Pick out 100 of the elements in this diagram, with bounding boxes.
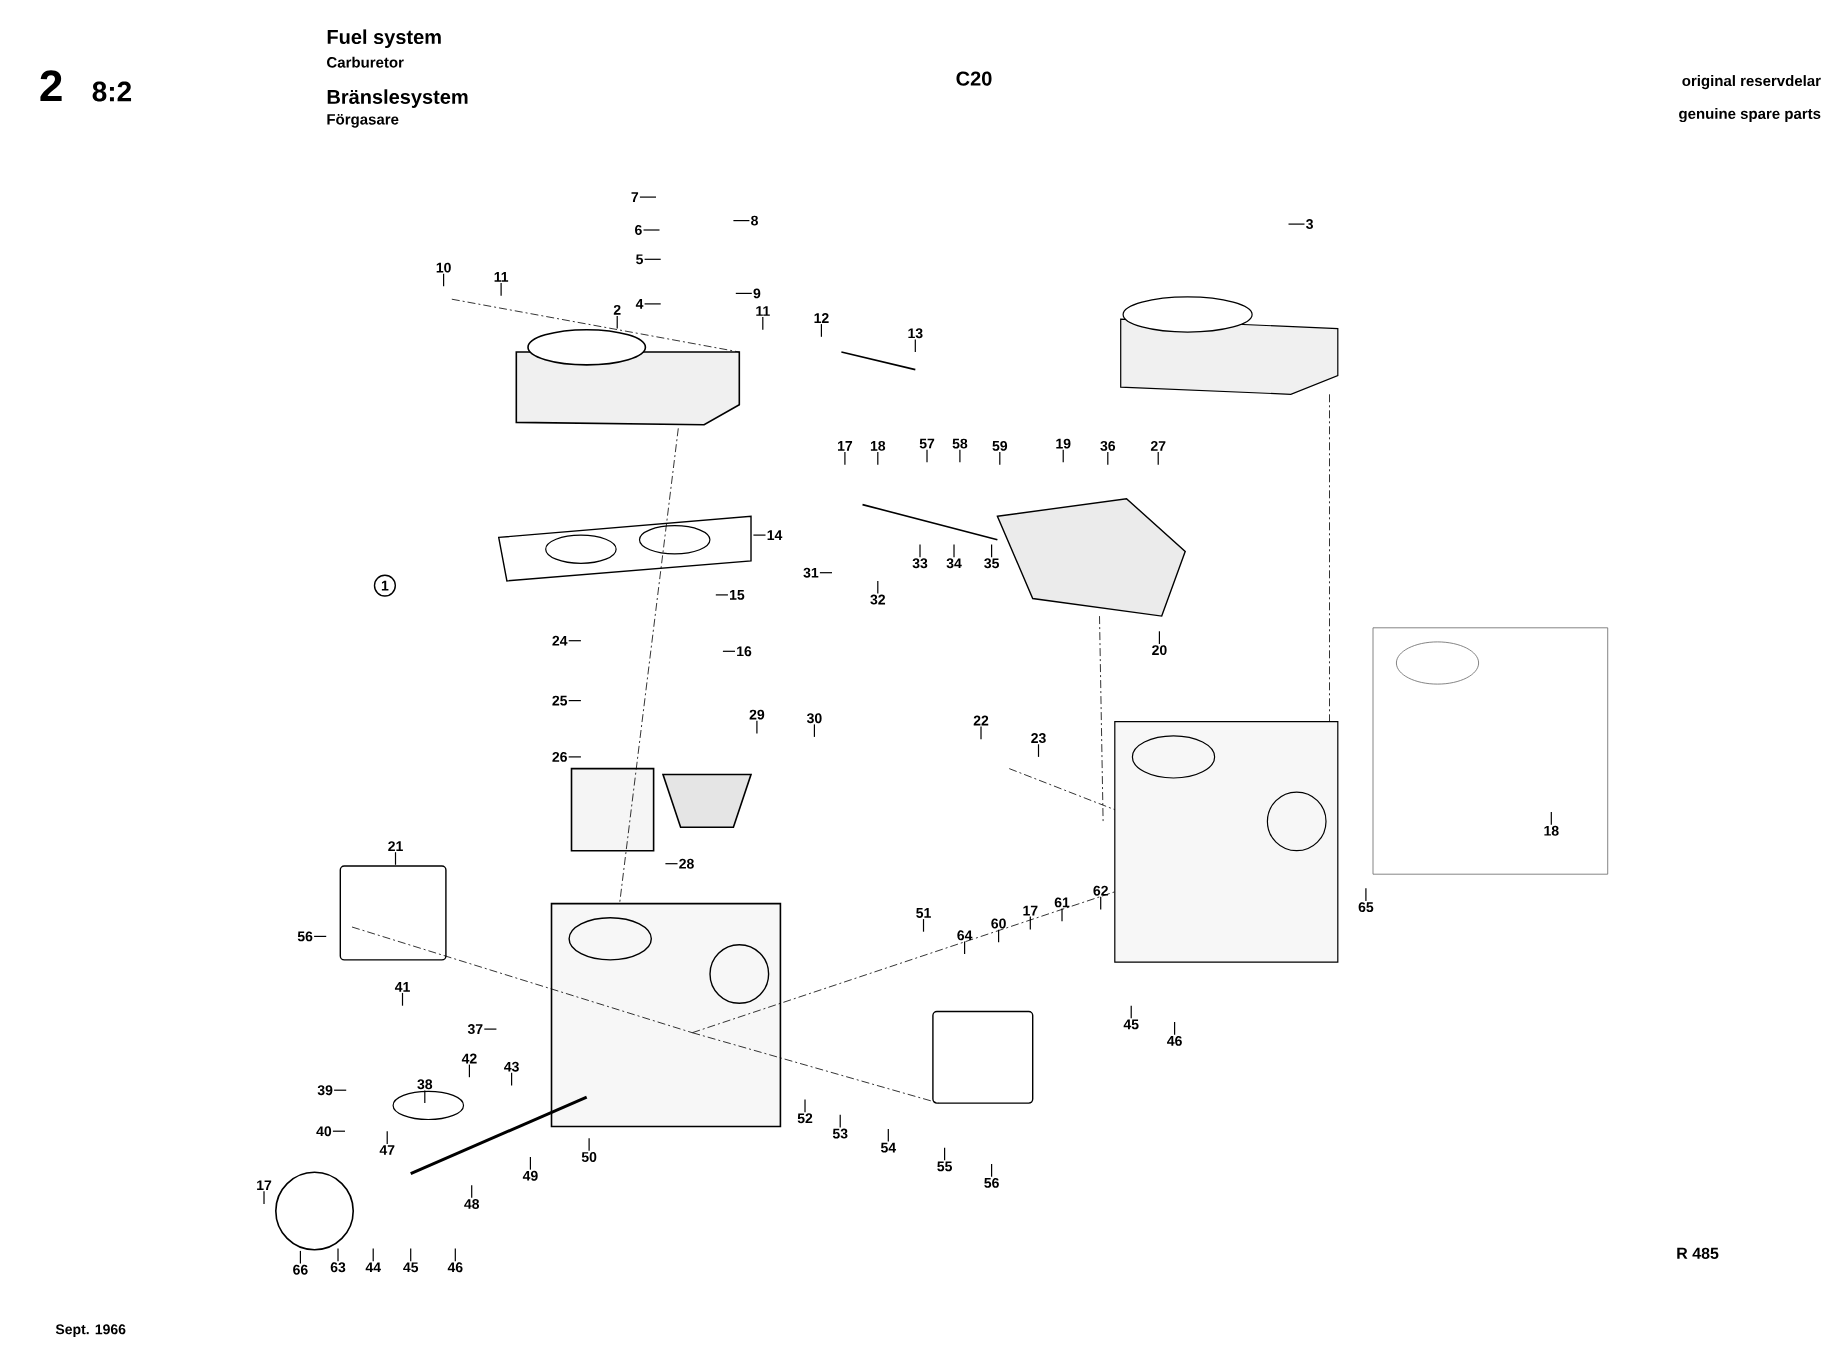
subheading: Carburetor (327, 56, 404, 68)
callout-number: 47 (379, 1145, 395, 1155)
section-number: 8:2 (92, 81, 132, 102)
callout-number: 45 (1123, 1019, 1139, 1030)
tagline: original reservdelar (1682, 75, 1821, 90)
leader-line (639, 196, 657, 198)
callout-number: 28 (679, 858, 694, 869)
callout-number: 60 (991, 918, 1006, 929)
leader-line (313, 935, 327, 937)
leader-line (511, 1072, 513, 1087)
leader-line (332, 1130, 346, 1132)
callout-number: 24 (552, 635, 568, 646)
leader-line (944, 1147, 946, 1161)
callout-number: 27 (1150, 441, 1166, 451)
leader-line (588, 1137, 590, 1152)
callout-number: 62 (1093, 885, 1108, 896)
callout-number: 17 (1023, 905, 1038, 916)
leader-line (877, 451, 879, 466)
callout-number: 3 (1306, 219, 1313, 230)
leader-line (568, 700, 582, 702)
callout-number: 18 (870, 440, 886, 451)
leader-line (529, 1156, 531, 1171)
leader-line (568, 640, 582, 642)
callout-number: 64 (957, 930, 973, 941)
callout-number: 50 (581, 1152, 597, 1162)
callout-number: 7 (631, 192, 639, 202)
leader-line (991, 1163, 993, 1178)
callout-number: 65 (1358, 902, 1374, 913)
leader-line (919, 543, 921, 558)
leader-line (468, 1064, 470, 1078)
leader-line (820, 323, 822, 338)
leader-line (762, 316, 764, 331)
leader-line (471, 1184, 473, 1199)
leader-line (813, 723, 815, 738)
callout-number: 63 (330, 1262, 346, 1273)
leader-line (1130, 1005, 1132, 1019)
leader-line (1174, 1021, 1176, 1036)
leader-line (959, 449, 961, 463)
leader-line (424, 1089, 426, 1104)
leader-line (914, 338, 916, 353)
leader-line (926, 449, 928, 463)
leader-line (953, 543, 955, 558)
leader-line (839, 1114, 841, 1129)
leader-line (804, 1098, 806, 1113)
callout-number: 46 (1167, 1035, 1182, 1046)
callout-number: 42 (461, 1053, 477, 1064)
circled-number: 1 (373, 574, 397, 597)
callout-number: 44 (365, 1262, 381, 1273)
leader-line (1365, 887, 1367, 902)
leader-line (568, 756, 582, 758)
leader-line (443, 273, 445, 287)
leader-line (999, 451, 1001, 466)
callout-number: 22 (973, 715, 989, 726)
callout-number: 19 (1056, 438, 1071, 449)
callout-number: 36 (1100, 440, 1116, 451)
leader-line (337, 1248, 339, 1262)
leader-line (263, 1190, 265, 1205)
leader-line (819, 572, 833, 574)
callout-number: 10 (436, 262, 451, 273)
leader-line (887, 1128, 889, 1143)
callout-number: 59 (992, 440, 1008, 451)
leader-line (454, 1248, 456, 1262)
callout-number: 40 (316, 1126, 332, 1137)
callout-number: 38 (417, 1079, 433, 1090)
callout-number: 14 (767, 530, 783, 540)
callout-number: 41 (394, 982, 410, 992)
subheading: Förgasare (327, 114, 399, 128)
leader-line (483, 1028, 497, 1030)
callout-number: 55 (937, 1161, 952, 1172)
callout-number: 30 (806, 713, 822, 724)
drawing-number: R 485 (1677, 1247, 1719, 1259)
callout-number: 61 (1054, 897, 1070, 908)
leader-line (644, 258, 662, 260)
leader-line (372, 1248, 374, 1262)
leader-line (394, 851, 397, 866)
callout-number: 11 (756, 306, 770, 316)
leader-line (410, 1248, 412, 1262)
callout-number: 39 (317, 1085, 333, 1096)
leader-line (844, 451, 846, 466)
callout-number: 20 (1152, 645, 1167, 656)
leader-line (1158, 630, 1160, 645)
leader-line (756, 720, 758, 734)
leader-line (642, 229, 661, 231)
leader-line (664, 863, 679, 865)
model-code: C20 (956, 71, 992, 86)
callout-number: 33 (912, 558, 928, 569)
leader-line (1029, 916, 1031, 930)
callout-number: 31 (803, 567, 819, 578)
leader-line (1287, 223, 1306, 225)
leader-line (715, 594, 729, 596)
callout-number: 17 (838, 441, 853, 451)
callout-number: 52 (797, 1113, 813, 1124)
callout-number: 54 (880, 1142, 896, 1153)
callout-number: 66 (293, 1264, 308, 1275)
leader-line (401, 992, 404, 1007)
callout-number: 16 (737, 646, 752, 657)
callout-number: 57 (919, 438, 935, 449)
leader-line (1157, 451, 1159, 466)
leader-line (735, 292, 753, 294)
callout-number: 5 (636, 254, 643, 265)
